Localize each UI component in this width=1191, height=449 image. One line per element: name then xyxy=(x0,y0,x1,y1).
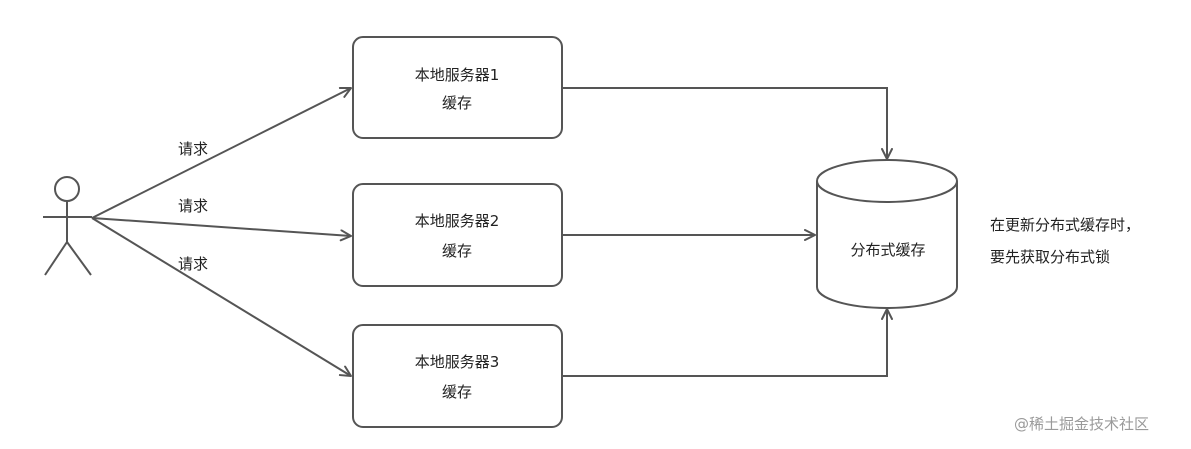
request-label-2: 请求 xyxy=(178,197,208,215)
note-line-2: 要先获取分布式锁 xyxy=(990,248,1110,266)
connector-server3-cache xyxy=(562,308,893,377)
distributed-cache-cylinder xyxy=(816,159,958,309)
server-title-2: 本地服务器2 xyxy=(415,212,500,230)
cache-label: 分布式缓存 xyxy=(850,241,925,259)
request-arrow-3 xyxy=(91,217,352,377)
server-title-1: 本地服务器1 xyxy=(415,66,500,84)
request-arrow-1 xyxy=(91,87,352,219)
server-subtitle-3: 缓存 xyxy=(442,383,472,401)
note-line-1: 在更新分布式缓存时， xyxy=(990,216,1140,234)
request-label-1: 请求 xyxy=(178,140,208,158)
server-subtitle-1: 缓存 xyxy=(442,94,472,112)
request-label-3: 请求 xyxy=(178,255,208,273)
watermark: @稀土掘金技术社区 xyxy=(1014,415,1149,433)
server-box-1: 本地服务器1 缓存 xyxy=(352,36,563,139)
server-title-3: 本地服务器3 xyxy=(415,353,500,371)
server-box-3: 本地服务器3 缓存 xyxy=(352,324,563,428)
person-icon xyxy=(43,176,92,276)
server-subtitle-2: 缓存 xyxy=(442,242,472,260)
connector-server1-cache xyxy=(562,87,893,160)
server-box-2: 本地服务器2 缓存 xyxy=(352,183,563,287)
request-arrow-2 xyxy=(91,217,352,242)
